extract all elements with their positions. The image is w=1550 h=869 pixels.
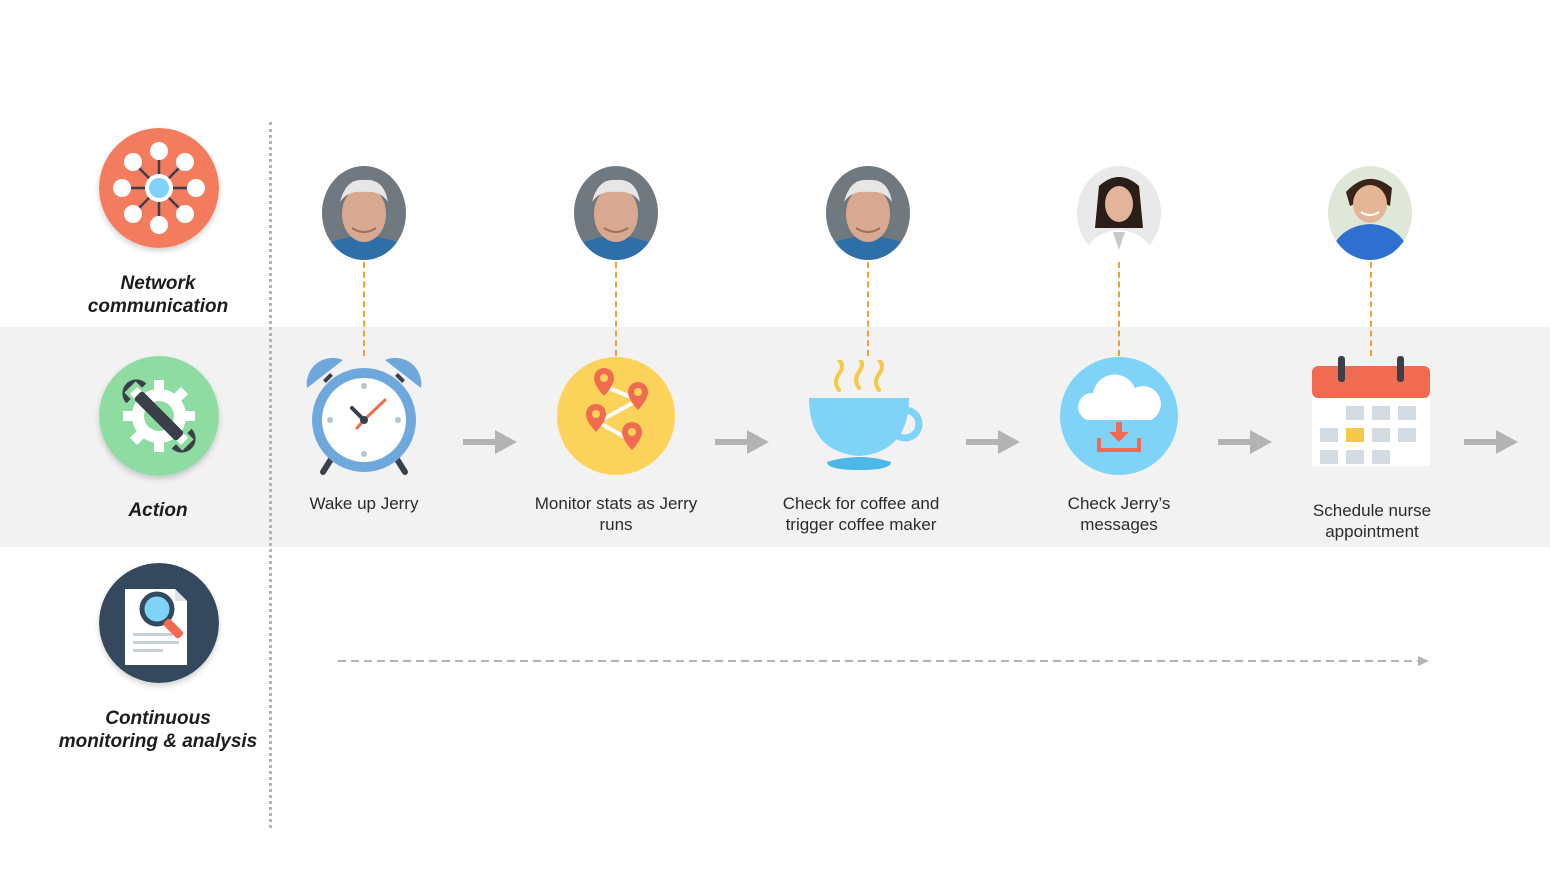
row-label-line: Action	[128, 500, 188, 521]
step-label-line: Wake up Jerry	[309, 494, 419, 513]
row-label-line: Network	[120, 273, 196, 294]
step-label-wake-up: Wake up Jerry	[254, 493, 474, 514]
step-label-line: appointment	[1325, 522, 1419, 541]
flow-arrow-icon	[715, 430, 769, 454]
step-label-line: Check for coffee and	[782, 494, 940, 513]
row-label-line: Continuous	[105, 708, 211, 729]
flow-arrow-icon	[1218, 430, 1272, 454]
flow-arrow-icon	[1464, 430, 1518, 454]
step-label-coffee: Check for coffee and trigger coffee make…	[751, 493, 971, 535]
elderly-man-avatar	[574, 166, 658, 260]
step-label-nurse: Schedule nurse appointment	[1262, 500, 1482, 542]
alarm-clock-icon	[306, 357, 422, 475]
network-icon	[99, 128, 219, 248]
map-route-icon	[557, 357, 675, 475]
calendar-icon	[1312, 356, 1430, 466]
wrench-gear-icon	[99, 356, 219, 476]
step-label-line: Check Jerry’s	[1067, 494, 1171, 513]
step-connector	[363, 262, 365, 356]
cloud-download-icon	[1060, 357, 1178, 475]
row-label-line: monitoring & analysis	[58, 731, 258, 752]
step-label-monitor-stats: Monitor stats as Jerry runs	[506, 493, 726, 535]
step-connector	[867, 262, 869, 356]
step-label-messages: Check Jerry’s messages	[1009, 493, 1229, 535]
nurse-avatar	[1328, 166, 1412, 260]
step-connector	[615, 262, 617, 356]
flow-arrow-icon	[966, 430, 1020, 454]
step-label-line: messages	[1080, 515, 1158, 534]
elderly-man-avatar	[826, 166, 910, 260]
step-label-line: Schedule nurse	[1312, 501, 1432, 520]
row-label-line: communication	[87, 296, 229, 317]
action-band	[0, 327, 1550, 547]
step-connector	[1370, 262, 1372, 356]
vertical-divider	[269, 122, 272, 828]
step-connector	[1118, 262, 1120, 356]
step-label-line: Monitor stats as Jerry	[534, 494, 698, 513]
step-label-line: trigger coffee maker	[785, 515, 937, 534]
flow-arrow-icon	[463, 430, 517, 454]
row-label-network: Network communication	[28, 272, 288, 318]
elderly-man-avatar	[322, 166, 406, 260]
row-label-monitoring: Continuous monitoring & analysis	[28, 707, 288, 753]
coffee-cup-icon	[809, 360, 923, 470]
row-label-action: Action	[28, 499, 288, 522]
step-label-line: runs	[599, 515, 633, 534]
doctor-avatar	[1077, 166, 1161, 260]
monitoring-timeline-arrow	[338, 656, 1429, 666]
document-search-icon	[99, 563, 219, 683]
